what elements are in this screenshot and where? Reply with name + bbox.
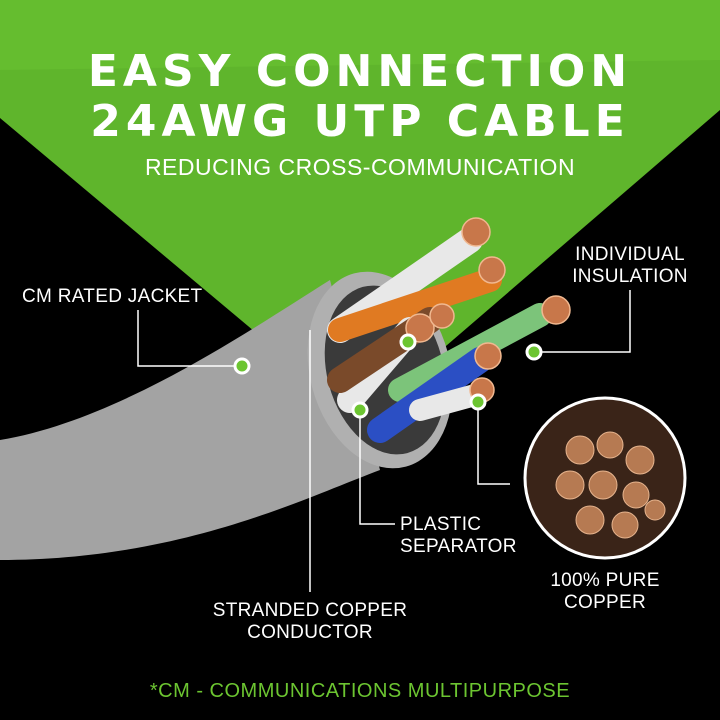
footnote: *CM - COMMUNICATIONS MULTIPURPOSE [149,680,571,702]
subtitle: REDUCING CROSS-COMMUNICATION [144,154,576,180]
title-line-2: 24AWG UTP CABLE [90,96,630,147]
label-insulation-1: INDIVIDUAL [575,244,685,265]
label-copper-1: 100% PURE [550,570,660,591]
cable-jacket [0,280,380,560]
label-insulation-2: INSULATION [572,266,688,287]
title-line-1: EASY CONNECTION [87,46,633,97]
green-banner [0,0,720,420]
label-conductor-2: CONDUCTOR [247,622,373,643]
label-conductor-1: STRANDED COPPER [212,600,408,621]
label-jacket: CM RATED JACKET [22,286,203,307]
label-copper-2: COPPER [563,592,647,613]
label-separator-1: PLASTIC [400,514,482,535]
label-separator-2: SEPARATOR [400,536,517,557]
